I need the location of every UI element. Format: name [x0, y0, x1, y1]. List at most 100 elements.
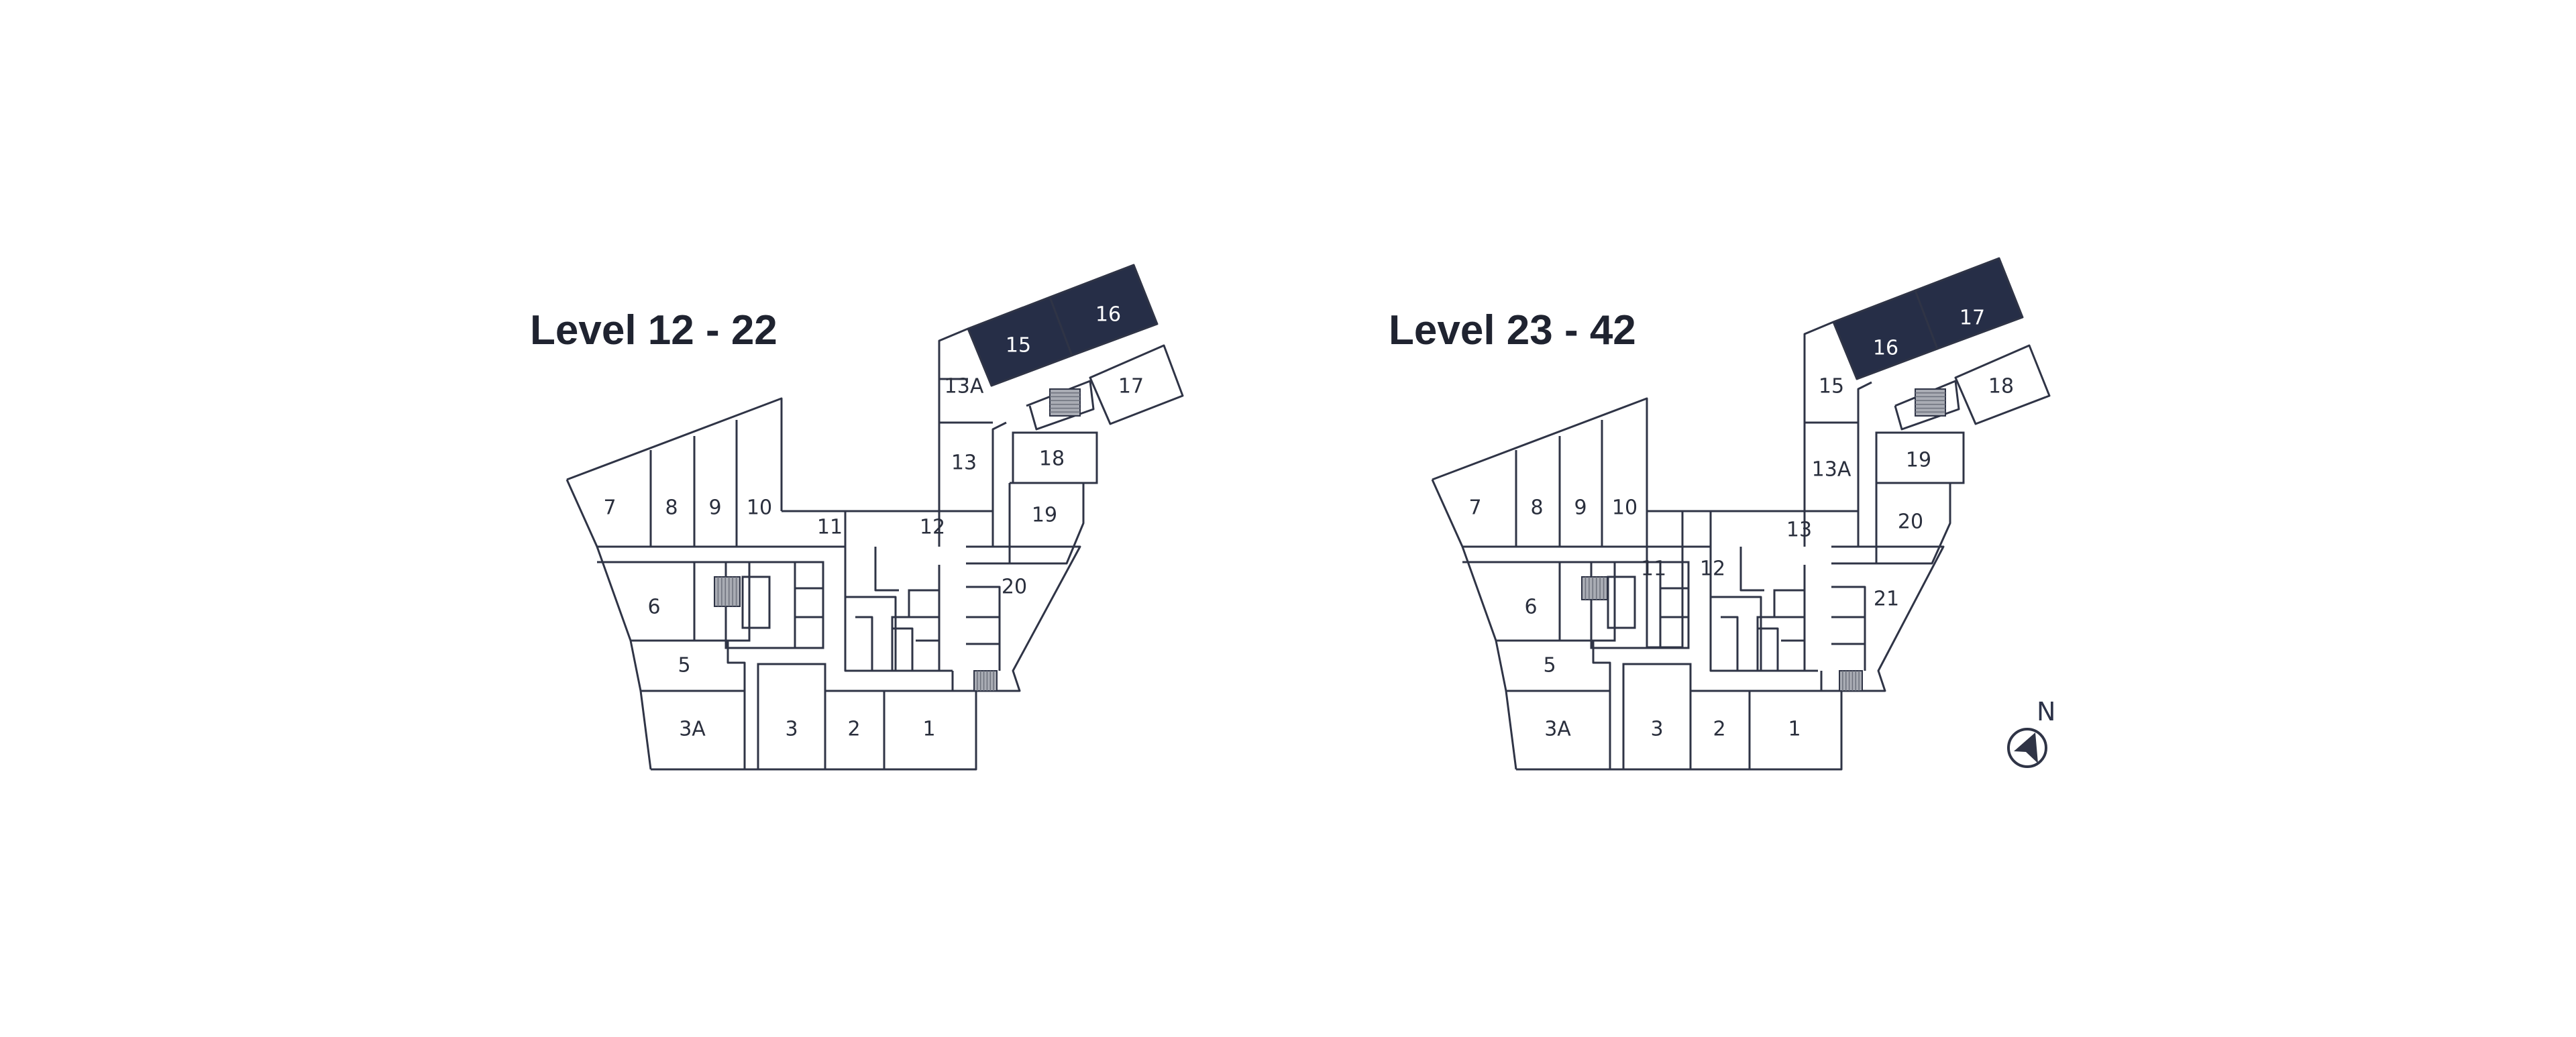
- unit-label-10: 10: [1612, 496, 1638, 520]
- wall-line: [1646, 511, 1682, 649]
- room-outline: [908, 589, 941, 618]
- wall-line: [874, 547, 899, 592]
- unit-label-7: 7: [1468, 496, 1481, 520]
- unit-17-outline: [1089, 344, 1184, 425]
- room-outline: [1622, 663, 1692, 771]
- unit-label-13a: 13A: [945, 375, 984, 398]
- stair-icon: [714, 576, 741, 607]
- wall-line: [641, 690, 746, 769]
- wall-line: [1647, 510, 1860, 547]
- wall-line: [782, 510, 994, 547]
- wall-line: [1506, 690, 1611, 769]
- unit-label-7: 7: [603, 496, 616, 520]
- wall-line: [1820, 545, 1945, 692]
- unit-label-20: 20: [1002, 576, 1027, 599]
- room-outline: [1607, 576, 1636, 629]
- unit-label-16: 16: [1873, 337, 1898, 360]
- unit-label-13: 13: [951, 451, 977, 475]
- unit-label-17: 17: [1960, 307, 1985, 330]
- unit-label-11: 11: [817, 516, 843, 539]
- unit-label-19: 19: [1032, 504, 1057, 527]
- unit-label-2: 2: [1713, 718, 1725, 741]
- unit-label-3: 3: [785, 718, 798, 741]
- room-outline: [693, 561, 751, 642]
- unit-label-5: 5: [1543, 654, 1556, 677]
- wall-line: [1462, 561, 1561, 641]
- unit-label-1: 1: [1788, 718, 1801, 741]
- wall-line: [1711, 596, 1762, 671]
- unit-label-11: 11: [1641, 557, 1666, 581]
- unit-18-outline: [1954, 344, 2051, 425]
- unit-label-18: 18: [1039, 447, 1065, 471]
- room-outline: [794, 561, 824, 649]
- unit-label-3: 3: [1650, 718, 1663, 741]
- unit-label-3a: 3A: [1544, 718, 1571, 741]
- unit-label-21: 21: [1874, 588, 1899, 611]
- room-outline: [1558, 561, 1616, 642]
- unit-17-highlight: [1914, 257, 2024, 350]
- unit-label-12: 12: [920, 516, 945, 539]
- room-outline: [757, 663, 826, 771]
- wall-line: [1721, 616, 1739, 671]
- unit-label-19: 19: [1906, 449, 1931, 472]
- wall-line: [597, 561, 696, 641]
- unit-label-9: 9: [708, 496, 721, 520]
- unit-label-6: 6: [647, 596, 660, 619]
- wall-line: [1831, 482, 1951, 565]
- stair-icon: [1839, 670, 1863, 692]
- unit-16-highlight: [1049, 264, 1159, 357]
- wall-line: [892, 627, 914, 671]
- unit-label-17: 17: [1118, 375, 1144, 398]
- unit-label-18: 18: [1988, 375, 2014, 398]
- wall-line: [938, 327, 969, 547]
- north-label: N: [2037, 697, 2055, 726]
- unit-label-15: 15: [1006, 334, 1031, 358]
- unit-label-12: 12: [1700, 557, 1725, 581]
- stair-icon: [1049, 388, 1081, 417]
- wall-line: [1739, 547, 1764, 592]
- room-outline: [1590, 561, 1690, 649]
- room-outline: [1773, 589, 1806, 618]
- unit-label-16: 16: [1095, 303, 1121, 327]
- wall-line: [1432, 397, 1648, 511]
- unit-label-13: 13: [1786, 518, 1812, 542]
- wall-line: [966, 586, 1001, 671]
- unit-label-10: 10: [747, 496, 772, 520]
- north-arrow-icon: [2007, 728, 2047, 768]
- unit-label-6: 6: [1524, 596, 1537, 619]
- unit-label-5: 5: [678, 654, 690, 677]
- stair-icon: [973, 670, 998, 692]
- room-outline: [891, 616, 941, 672]
- wall-line: [991, 421, 1007, 547]
- wall-line: [855, 616, 873, 671]
- wall-line: [966, 482, 1085, 565]
- wall-line: [951, 545, 1081, 692]
- plan-title: Level 12 - 22: [530, 307, 777, 353]
- unit-label-20: 20: [1898, 510, 1923, 534]
- unit-label-3a: 3A: [679, 718, 706, 741]
- wall-line: [1758, 627, 1779, 671]
- wall-line: [1857, 381, 1872, 547]
- wall-line: [1803, 321, 1834, 547]
- compass: N: [2007, 697, 2055, 768]
- wall-line: [566, 479, 652, 770]
- unit-label-9: 9: [1574, 496, 1587, 520]
- unit-label-8: 8: [665, 496, 678, 520]
- wall-line: [566, 397, 783, 511]
- unit-label-2: 2: [847, 718, 860, 741]
- unit-label-15: 15: [1819, 375, 1844, 398]
- unit-label-1: 1: [922, 718, 935, 741]
- wall-line: [845, 596, 897, 671]
- room-outline: [741, 576, 771, 629]
- stair-icon: [1581, 576, 1608, 600]
- wall-line: [1431, 479, 1517, 770]
- unit-label-8: 8: [1530, 496, 1543, 520]
- plan-title: Level 23 - 42: [1389, 307, 1636, 353]
- room-outline: [1756, 616, 1806, 672]
- stair-icon: [1915, 388, 1946, 417]
- wall-line: [1831, 586, 1866, 671]
- unit-label-13a: 13A: [1812, 458, 1851, 482]
